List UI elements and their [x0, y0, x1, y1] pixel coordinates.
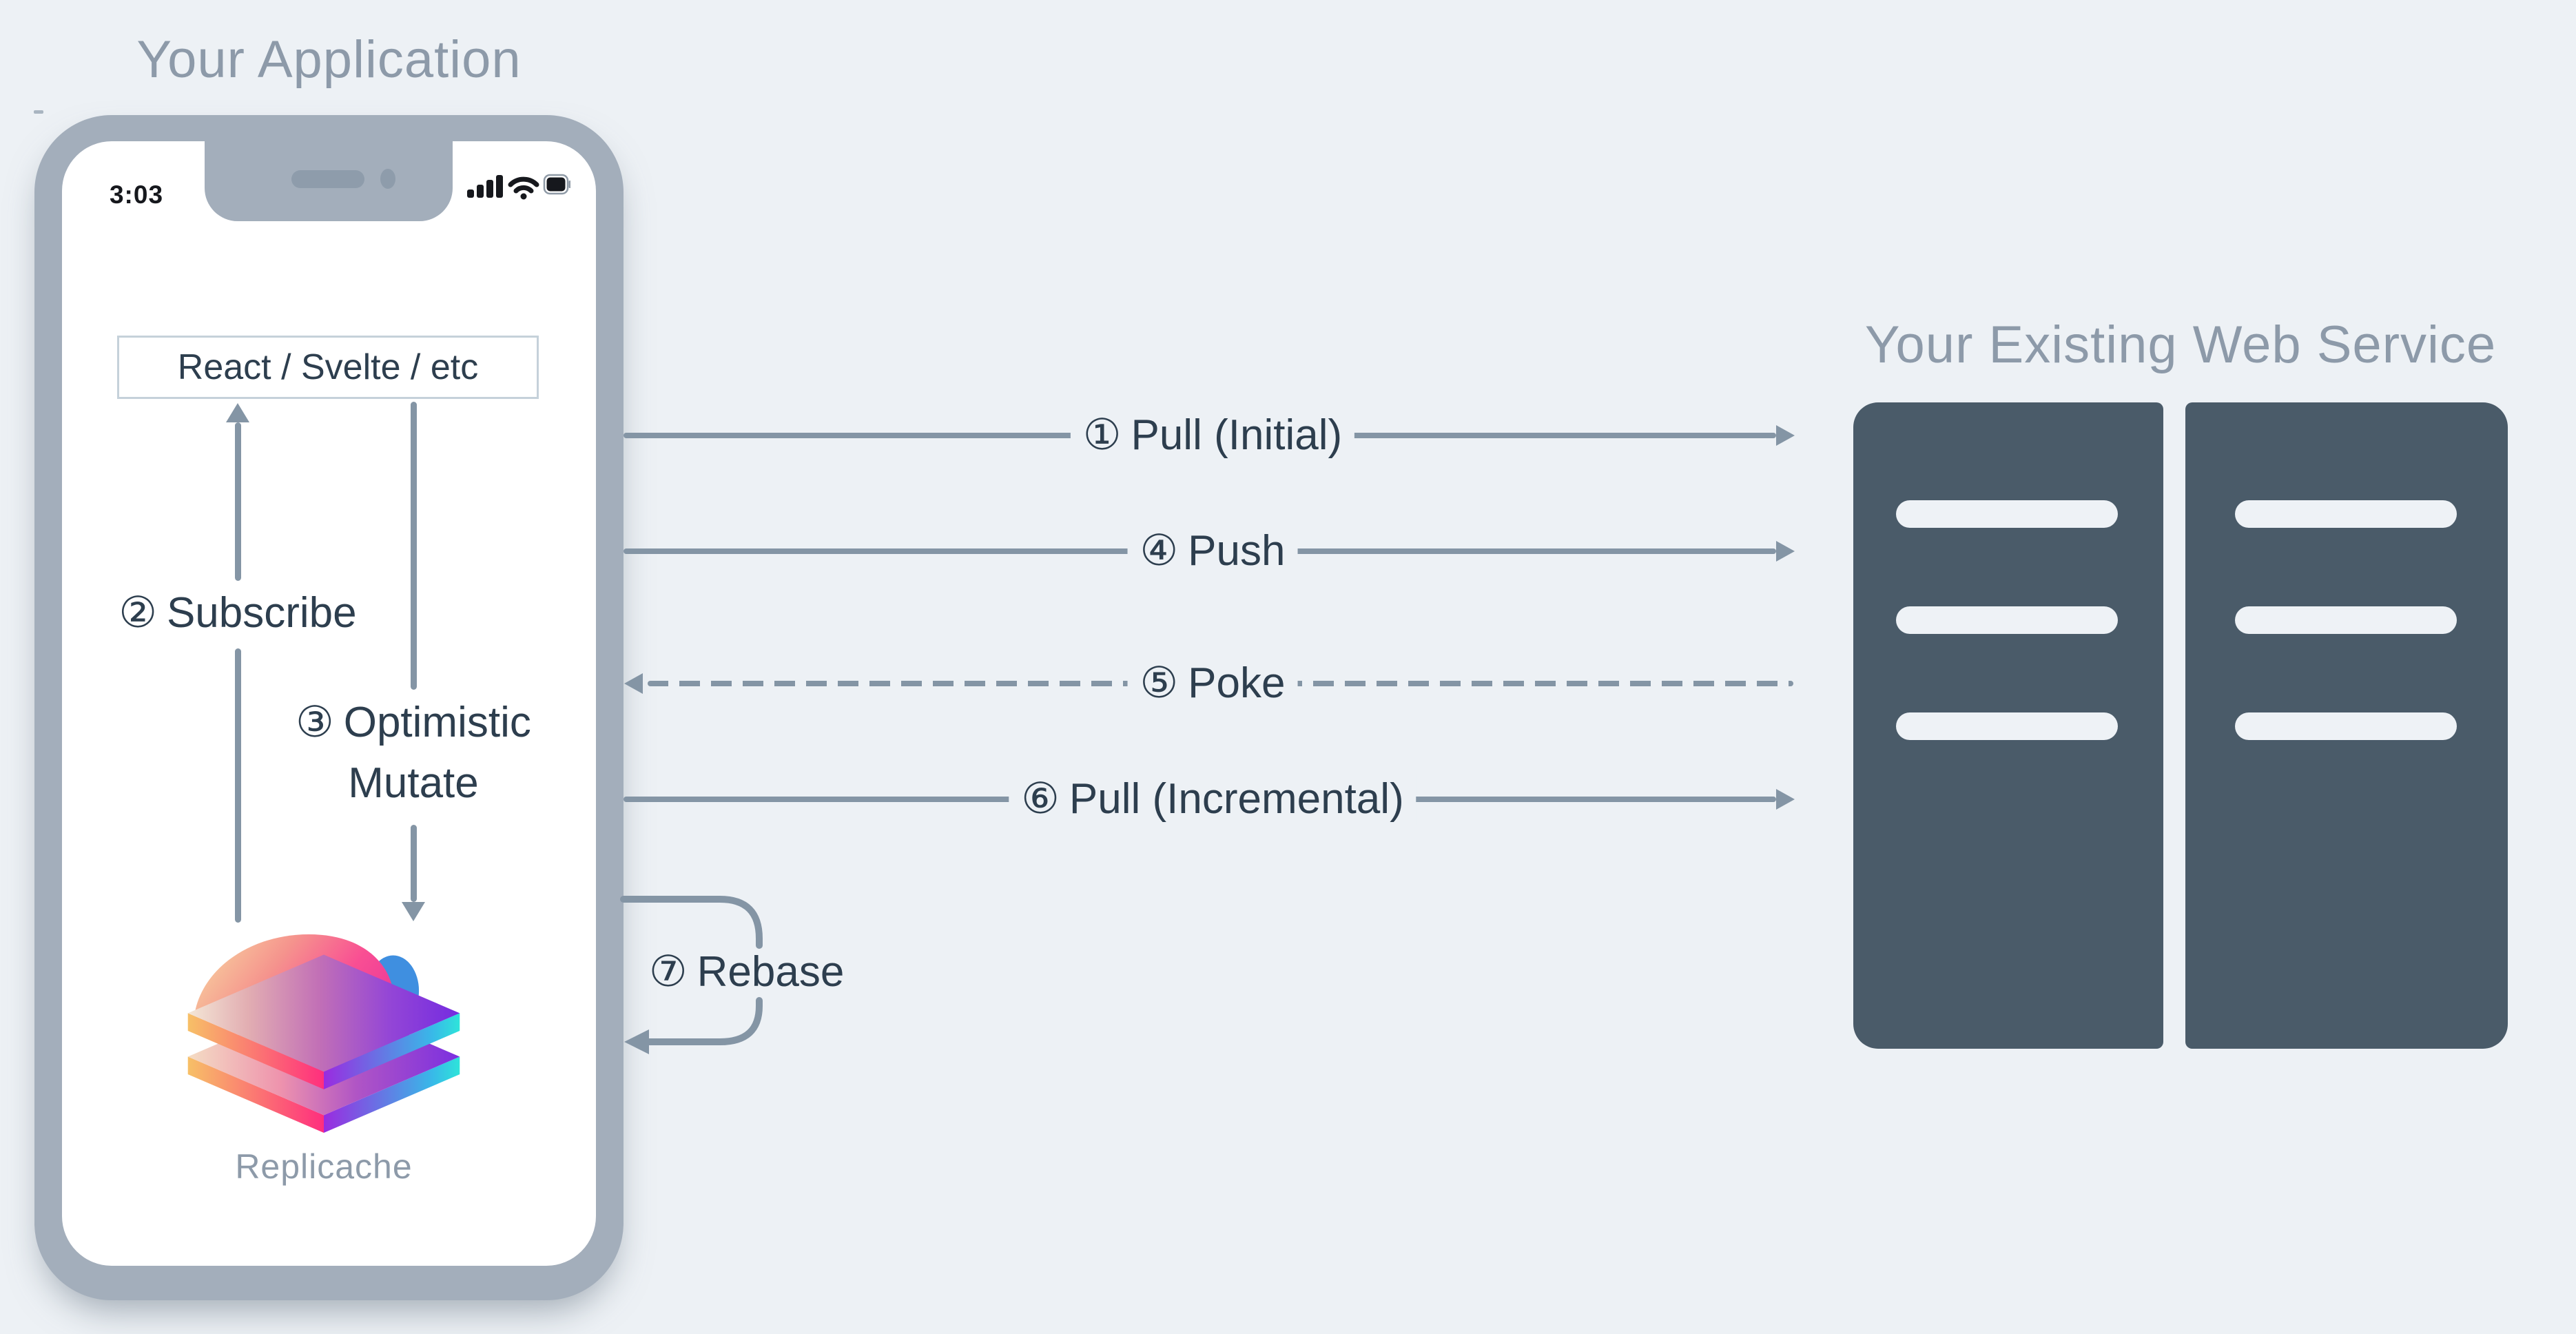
server-cluster: [1853, 402, 2508, 1049]
server-slot: [1896, 500, 2118, 528]
wifi-icon: [508, 176, 539, 194]
camera-dot-icon: [380, 169, 395, 189]
stray-dash: [34, 110, 43, 114]
status-icons: [467, 174, 570, 200]
arrowhead-left-icon: [624, 1029, 649, 1054]
subscribe-text: Subscribe: [166, 589, 357, 637]
mutate-line-upper: [411, 402, 417, 690]
ui-framework-box: React / Svelte / etc: [117, 336, 539, 399]
connector-text: Rebase: [697, 948, 845, 996]
connector-text: Pull (Initial): [1131, 411, 1343, 459]
server-slot: [1896, 712, 2118, 740]
server-slot: [2235, 606, 2457, 634]
subscribe-line-upper: [235, 422, 241, 581]
subscribe-number: ②: [119, 589, 157, 637]
status-time: 3:03: [109, 181, 164, 209]
optimistic-mutate-number: ③: [296, 699, 334, 746]
server-slot: [2235, 712, 2457, 740]
mutate-line-lower: [411, 825, 417, 902]
server-rack-left: [1853, 402, 2163, 1049]
connector-number: ⑤: [1140, 659, 1179, 707]
connector-text: Pull (Incremental): [1069, 775, 1404, 823]
server-slot: [1896, 606, 2118, 634]
connector-text: Poke: [1188, 659, 1286, 707]
optimistic-mutate-text: Optimistic Mutate: [343, 699, 531, 807]
connector-text: Push: [1188, 527, 1286, 575]
ui-framework-label: React / Svelte / etc: [177, 347, 479, 387]
arrowhead-up-icon: [226, 403, 249, 422]
replicache-logo-icon: [187, 934, 460, 1133]
battery-icon: [543, 174, 570, 195]
arrowhead-right-icon: [1776, 789, 1795, 810]
web-service-title: Your Existing Web Service: [1864, 316, 2497, 374]
server-slot: [2235, 500, 2457, 528]
connector-number: ④: [1140, 527, 1179, 575]
rebase-loop-icon: [620, 896, 763, 1054]
connector-number: ①: [1082, 411, 1122, 459]
logo-caption: Replicache: [235, 1147, 413, 1186]
arrowhead-right-icon: [1776, 425, 1795, 446]
subscribe-line-lower: [235, 648, 241, 923]
server-rack-right: [2185, 402, 2508, 1049]
speaker-slot-icon: [291, 170, 364, 188]
application-title: Your Application: [136, 30, 522, 89]
notch: [205, 115, 453, 221]
arrowhead-down-icon: [402, 902, 425, 921]
signal-icon: [467, 175, 503, 198]
connector-number: ⑦: [649, 948, 688, 996]
arrowhead-right-icon: [1776, 541, 1795, 562]
connector-number: ⑥: [1021, 775, 1060, 823]
wifi-dot: [520, 193, 527, 200]
arrowhead-left-icon: [624, 673, 643, 694]
